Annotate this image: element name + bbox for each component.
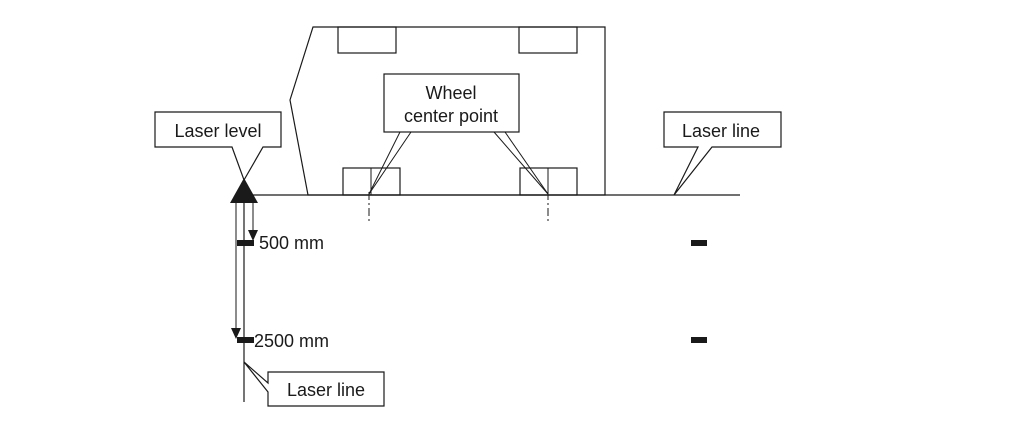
callout-wheel-center: Wheel center point — [368, 73, 549, 195]
vehicle-window-left — [337, 26, 397, 54]
mark-500-near — [237, 240, 254, 246]
distance-2500-label: 2500 mm — [254, 331, 329, 351]
arrow-2500-head — [231, 328, 241, 339]
callout-laser-line-right-text: Laser line — [682, 121, 760, 141]
callout-laser-level-text: Laser level — [174, 121, 261, 141]
mark-500-far — [691, 240, 707, 246]
arrow-500-head — [248, 230, 258, 241]
callout-wheel-center-line2: center point — [404, 106, 498, 126]
mark-2500-far — [691, 337, 707, 343]
callout-wheel-center-line1: Wheel — [425, 83, 476, 103]
callout-laser-line-bottom-text: Laser line — [287, 380, 365, 400]
callout-laser-line-bottom: Laser line — [243, 361, 385, 407]
distance-500-label: 500 mm — [259, 233, 324, 253]
mark-2500-near — [237, 337, 254, 343]
laser-level-icon — [230, 178, 258, 203]
callout-laser-line-right: Laser line — [663, 111, 782, 196]
callout-laser-level: Laser level — [154, 111, 282, 182]
vehicle-window-right — [518, 26, 578, 54]
